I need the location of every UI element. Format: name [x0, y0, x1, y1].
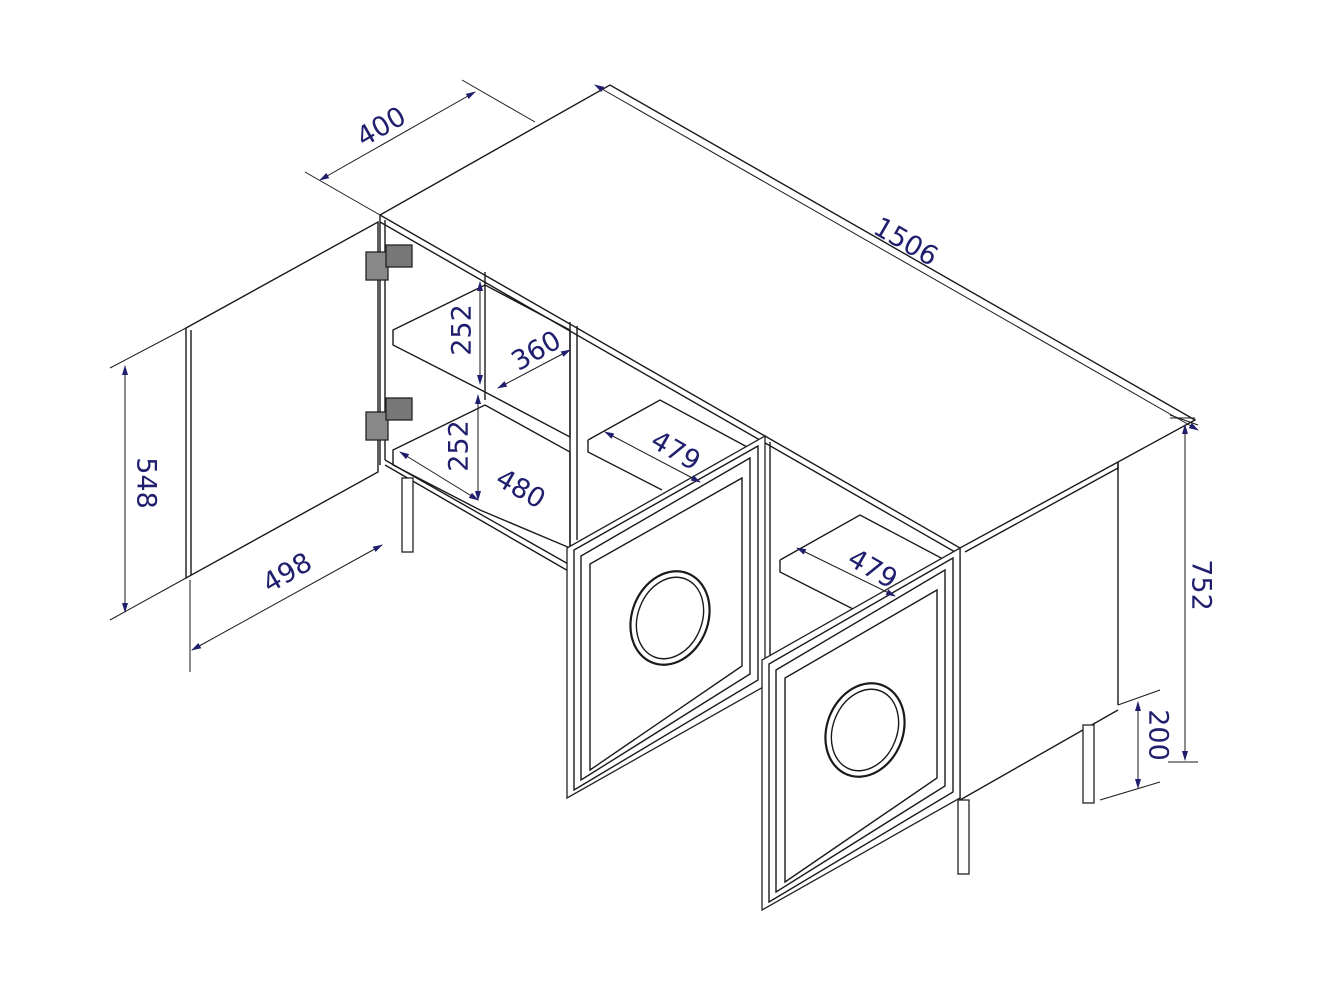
- dim-shelf-top-line: [497, 349, 571, 389]
- dim-label-width: 1506: [868, 212, 943, 273]
- shelf-right: [779, 514, 961, 569]
- door-2-outer: [761, 546, 961, 912]
- dim-shelf-middle-line: [604, 431, 701, 483]
- hinge-bottom-icon: [365, 397, 413, 441]
- door-2-medallion-inner: [830, 688, 900, 772]
- leg-front-left: [401, 477, 414, 553]
- right-top-lower: [964, 467, 1119, 553]
- door-1-medallion: [629, 570, 711, 666]
- door-1-frame-3: [589, 476, 743, 772]
- dim-door-width-line: [191, 544, 383, 651]
- dim-label-total-height: 752: [1186, 559, 1217, 611]
- shelves: [392, 284, 961, 611]
- front-door-1: [566, 434, 766, 800]
- dim-label-door-height: 548: [131, 457, 162, 509]
- leg-back-right: [1082, 724, 1095, 804]
- dim-width-line: [594, 84, 1199, 431]
- leg-front-right: [957, 799, 970, 875]
- shelf-lower-left: [392, 404, 571, 550]
- hinge-top-icon: [365, 244, 413, 281]
- door-1-medallion-inner: [635, 576, 705, 660]
- shelf-right-front: [779, 560, 856, 611]
- dim-label-gap-bottom: 252: [444, 420, 475, 472]
- top-back-edge: [379, 84, 1197, 463]
- door-2-frame-3: [784, 588, 938, 884]
- left-door-panel: [185, 220, 379, 580]
- dim-label-shelf-top: 360: [506, 325, 566, 378]
- dimension-lines: [109, 79, 1199, 801]
- left-door-open: [185, 220, 413, 580]
- front-door-2: [761, 546, 961, 912]
- dim-depth-line: [319, 91, 476, 181]
- door-2-frame-2: [775, 568, 946, 894]
- dim-label-door-width: 498: [257, 547, 317, 600]
- dim-label-gap-top: 252: [447, 304, 478, 356]
- dim-label-leg-height: 200: [1143, 709, 1174, 761]
- dim-shelf-right-line: [796, 547, 896, 597]
- shelf-upper-left: [392, 284, 571, 439]
- dim-label-shelf-bottom: 480: [490, 463, 550, 516]
- dim-shelf-bottom-line: [399, 451, 479, 501]
- door-2-medallion: [824, 682, 906, 778]
- door-1-outer: [566, 434, 766, 800]
- door-1-frame-2: [580, 456, 751, 782]
